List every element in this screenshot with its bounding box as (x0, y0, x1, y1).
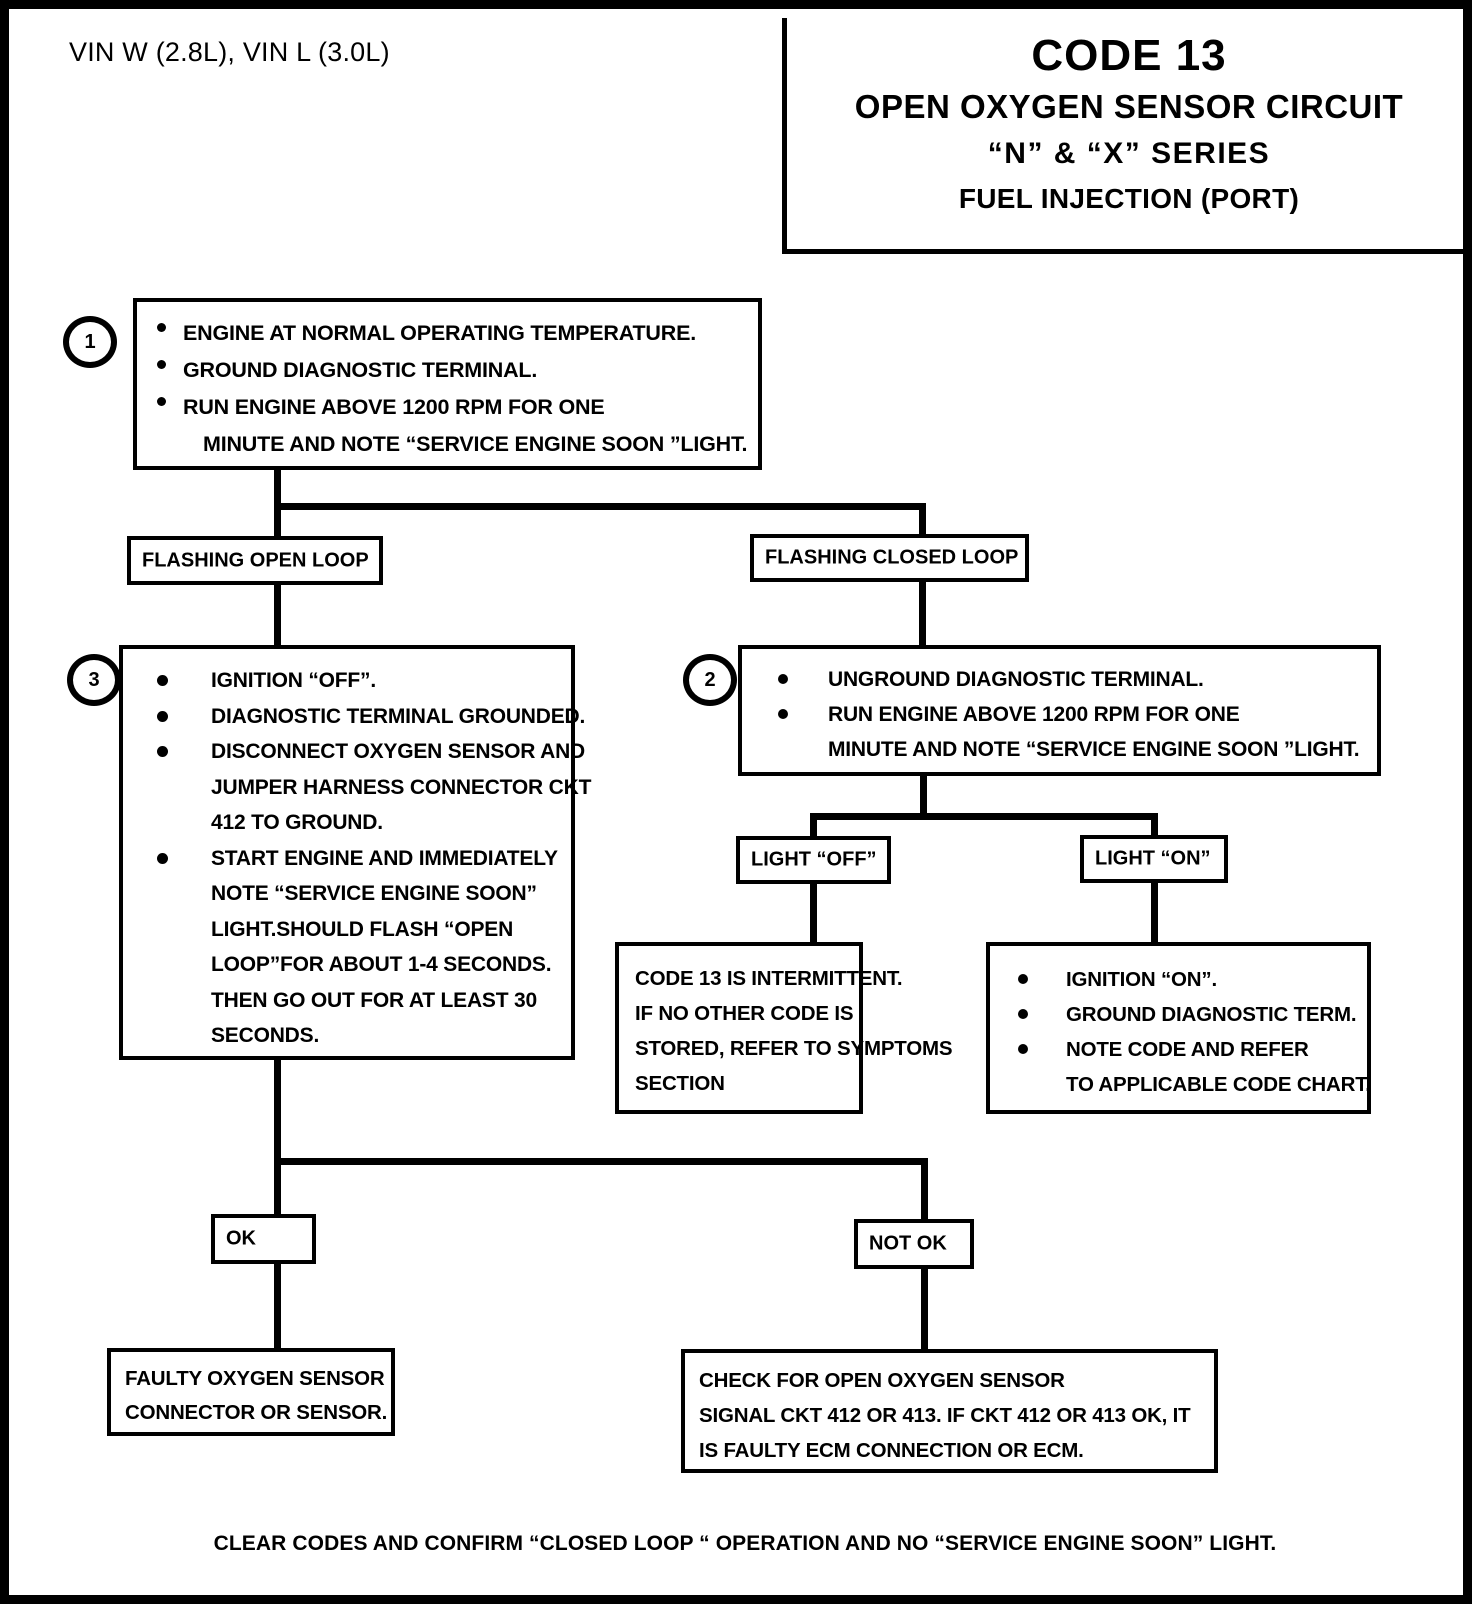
connector-to-open-loop (274, 503, 281, 543)
code-subtitle-circuit: OPEN OXYGEN SENSOR CIRCUIT (854, 87, 1404, 125)
footer-note: CLEAR CODES AND CONFIRM “CLOSED LOOP “ O… (213, 1532, 1277, 1555)
outcome-line: CODE 13 IS INTERMITTENT. (635, 967, 903, 990)
outcome-faulty-sensor-lines: FAULTY OXYGEN SENSOR CONNECTOR OR SENSOR… (125, 1362, 395, 1430)
step-1-bullet-continuation: MINUTE AND NOTE “SERVICE ENGINE SOON ”LI… (203, 432, 748, 456)
step-3-bullet-continuation: SECONDS. (211, 1024, 320, 1047)
bullet-dot-icon (1018, 974, 1028, 984)
outcome-intermittent-lines: CODE 13 IS INTERMITTENT. IF NO OTHER COD… (635, 961, 953, 1101)
step-2-box: UNGROUND DIAGNOSTIC TERMINAL. RUN ENGINE… (738, 645, 1381, 776)
step-3-bullet-continuation: LOOP”FOR ABOUT 1-4 SECONDS. (211, 953, 552, 976)
step-3-box: IGNITION “OFF”. DIAGNOSTIC TERMINAL GROU… (119, 645, 592, 1060)
bullet-dot-icon (1018, 1044, 1028, 1054)
outcome-line: SECTION (635, 1072, 725, 1095)
branch-ok: OK (211, 1214, 316, 1264)
code-subtitle-fuel-injection: FUEL INJECTION (PORT) (958, 182, 1300, 214)
step-1-bullet: GROUND DIAGNOSTIC TERMINAL. (157, 353, 757, 388)
step-3-bullet: START ENGINE AND IMMEDIATELY (141, 841, 571, 877)
step-2-bullet: UNGROUND DIAGNOSTIC TERMINAL. (760, 662, 1380, 697)
step-3-bullet-continuation: THEN GO OUT FOR AT LEAST 30 (211, 988, 537, 1012)
bullet-dot-icon (778, 674, 788, 684)
bullet-dot-icon (157, 360, 166, 369)
connector-to-not-ok (921, 1158, 928, 1224)
outcome-bullet-continuation: TO APPLICABLE CODE CHART. (1066, 1073, 1371, 1096)
step-2-bullet: RUN ENGINE ABOVE 1200 RPM FOR ONE (760, 697, 1380, 732)
connector-to-closed-loop (919, 503, 926, 541)
step-2-bullet-continuation: MINUTE AND NOTE “SERVICE ENGINE SOON ”LI… (828, 738, 1360, 761)
branch-label: NOT OK (869, 1232, 947, 1255)
bullet-dot-icon (157, 746, 168, 757)
branch-light-off: LIGHT “OFF” (736, 836, 891, 884)
outcome-bullet: GROUND DIAGNOSTIC TERM. (1004, 997, 1369, 1032)
vin-label: VIN W (2.8L), VIN L (3.0L) (69, 37, 390, 67)
bullet-dot-icon (157, 710, 168, 722)
outcome-ignition-on-lines: IGNITION “ON”. GROUND DIAGNOSTIC TERM. N… (1004, 962, 1371, 1102)
outcome-faulty-sensor-box: FAULTY OXYGEN SENSOR CONNECTOR OR SENSOR… (107, 1348, 395, 1436)
step-3-bullet-continuation: JUMPER HARNESS CONNECTOR CKT (211, 775, 592, 799)
connector-step3-down (274, 1055, 281, 1165)
title-frame-border (782, 18, 1463, 254)
bullet-dot-icon (157, 675, 168, 686)
bullet-dot-icon (157, 323, 166, 332)
bullet-dot-icon (1018, 1009, 1028, 1019)
branch-light-on: LIGHT “ON” (1080, 835, 1228, 883)
connector-open-loop-to-step3 (274, 579, 281, 651)
branch-label: LIGHT “ON” (1095, 847, 1211, 870)
bullet-dot-icon (157, 397, 166, 406)
connector-light-on-to-ignition-on (1151, 879, 1158, 946)
outcome-line: FAULTY OXYGEN SENSOR (125, 1367, 385, 1390)
connector-to-light-on (1151, 813, 1158, 839)
step-1-bullet-list: ENGINE AT NORMAL OPERATING TEMPERATURE. … (157, 316, 757, 462)
branch-label: OK (226, 1227, 256, 1250)
connector-not-ok-to-check (921, 1265, 928, 1353)
outcome-intermittent-box: CODE 13 IS INTERMITTENT. IF NO OTHER COD… (615, 942, 953, 1114)
connector-ok-split-horizontal (274, 1158, 928, 1165)
branch-label: FLASHING OPEN LOOP (142, 549, 369, 571)
outcome-ignition-on-box: IGNITION “ON”. GROUND DIAGNOSTIC TERM. N… (986, 942, 1371, 1114)
connector-to-ok (274, 1158, 281, 1220)
connector-step2-down (920, 771, 927, 819)
outcome-check-open-circuit-box: CHECK FOR OPEN OXYGEN SENSOR SIGNAL CKT … (681, 1349, 1218, 1473)
code-subtitle-series: “N” & “X” SERIES (987, 137, 1271, 171)
step-3-bullet-continuation: 412 TO GROUND. (211, 811, 383, 834)
outcome-line: CONNECTOR OR SENSOR. (125, 1401, 388, 1424)
bullet-dot-icon (778, 709, 788, 719)
outcome-line: STORED, REFER TO SYMPTOMS (635, 1037, 953, 1060)
connector-closed-loop-to-step2 (919, 577, 926, 651)
step-number-1: 1 (63, 316, 117, 368)
step-3-bullet: IGNITION “OFF”. (141, 663, 571, 699)
title-block: CODE 13 OPEN OXYGEN SENSOR CIRCUIT “N” &… (799, 31, 1459, 220)
step-3-bullet: DIAGNOSTIC TERMINAL GROUNDED. (141, 699, 585, 735)
step-number-2: 2 (683, 654, 737, 706)
outcome-bullet: IGNITION “ON”. (1004, 962, 1369, 997)
outcome-line: IF NO OTHER CODE IS (635, 1002, 854, 1025)
step-1-box: ENGINE AT NORMAL OPERATING TEMPERATURE. … (133, 298, 762, 470)
connector-ok-to-faulty (274, 1260, 281, 1352)
outcome-line: CHECK FOR OPEN OXYGEN SENSOR (699, 1369, 1065, 1392)
branch-not-ok: NOT OK (854, 1219, 974, 1269)
step-3-bullet-list: IGNITION “OFF”. DIAGNOSTIC TERMINAL GROU… (141, 663, 592, 1054)
step-1-bullet: RUN ENGINE ABOVE 1200 RPM FOR ONE (157, 390, 757, 425)
branch-flashing-open-loop: FLASHING OPEN LOOP (127, 536, 383, 585)
connector-to-light-off (810, 813, 817, 841)
step-2-bullet-list: UNGROUND DIAGNOSTIC TERMINAL. RUN ENGINE… (760, 662, 1380, 767)
outcome-line: IS FAULTY ECM CONNECTION OR ECM. (699, 1439, 1084, 1462)
branch-flashing-closed-loop: FLASHING CLOSED LOOP (750, 534, 1029, 582)
outcome-bullet: NOTE CODE AND REFER (1004, 1032, 1369, 1067)
step-number-3: 3 (67, 654, 121, 706)
step-3-bullet-continuation: NOTE “SERVICE ENGINE SOON” (211, 882, 537, 905)
connector-step1-split-horizontal (274, 503, 926, 510)
step-3-bullet: DISCONNECT OXYGEN SENSOR AND (141, 734, 585, 770)
connector-light-split-horizontal (810, 813, 1158, 820)
branch-label: FLASHING CLOSED LOOP (765, 546, 1019, 569)
branch-label: LIGHT “OFF” (751, 848, 877, 871)
connector-light-off-to-intermittent (810, 880, 817, 946)
step-1-bullet: ENGINE AT NORMAL OPERATING TEMPERATURE. (157, 316, 757, 351)
outcome-check-open-circuit-lines: CHECK FOR OPEN OXYGEN SENSOR SIGNAL CKT … (699, 1363, 1219, 1468)
code-title: CODE 13 (1031, 31, 1227, 80)
bullet-dot-icon (157, 852, 168, 864)
step-3-bullet-continuation: LIGHT.SHOULD FLASH “OPEN (211, 917, 514, 941)
connector-step1-down (274, 464, 281, 510)
outcome-line: SIGNAL CKT 412 OR 413. IF CKT 412 OR 413… (699, 1404, 1191, 1427)
